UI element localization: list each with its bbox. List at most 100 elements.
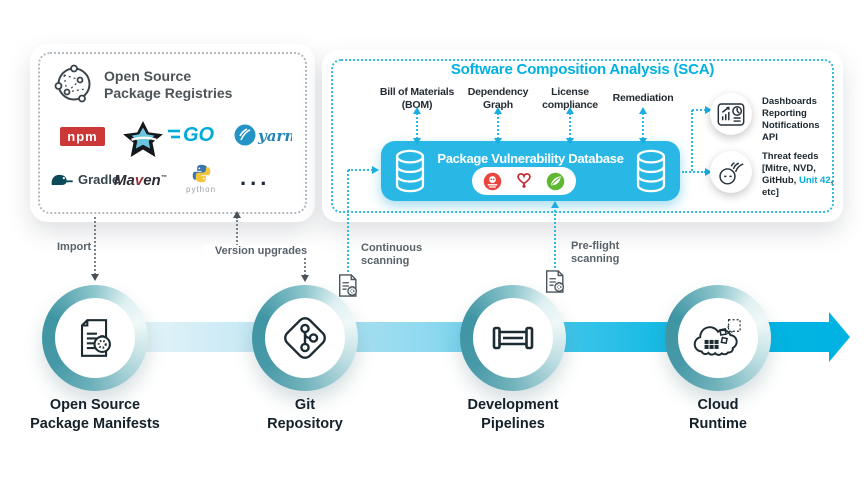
connector-db-up	[691, 110, 693, 171]
stage-circle-pipelines	[460, 285, 566, 391]
connector-dashboards-head	[705, 106, 712, 114]
dashboards-line4: API	[762, 132, 778, 143]
cloud-runtime-icon	[693, 319, 741, 356]
scan-document-icon-continuous	[339, 274, 358, 297]
git-repository-icon	[284, 317, 326, 359]
arrow-license-down-head	[566, 138, 574, 145]
preflight-scan-line2: scanning	[571, 253, 620, 265]
npm-logo-label: npm	[67, 129, 98, 144]
feature-remediation: Remediation	[595, 92, 691, 105]
more-registries-ellipsis: ...	[240, 165, 271, 190]
connector-db-to-threat	[682, 171, 706, 173]
preflight-scan-label: Pre-flight scanning	[571, 240, 619, 266]
feature-bom: Bill of Materials (BOM)	[369, 86, 465, 112]
arrow-bom	[416, 113, 418, 139]
pipeline-band-arrowhead	[829, 312, 850, 362]
vulnerability-db-title: Package Vulnerability Database	[437, 151, 624, 166]
stage-face-manifests	[55, 298, 135, 378]
import-label: Import	[57, 241, 92, 253]
preflight-scan-head	[551, 201, 559, 208]
version-upgrades-line-up	[236, 217, 238, 253]
threat-text-pre: Threat feeds [Mitre, NVD, GitHub,	[762, 151, 819, 186]
stage-manifests-line2: Package Manifests	[30, 416, 160, 432]
stage-face-git	[265, 298, 345, 378]
gradle-logo: Gradle	[50, 172, 119, 187]
vulnerability-db-bar: Package Vulnerability Database	[381, 141, 680, 201]
arrow-remediation-up-head	[639, 107, 647, 114]
maven-part2: v	[134, 172, 144, 189]
feature-lic-line1: License	[551, 86, 589, 98]
stage-circle-manifests	[42, 285, 148, 391]
yarn-logo-label: yarn	[257, 127, 292, 145]
version-upgrades-up-head	[233, 211, 241, 218]
package-network-icon	[54, 64, 91, 103]
database-icon-right	[636, 149, 666, 193]
stage-label-git: Git Repository	[215, 396, 395, 434]
arrow-license	[569, 113, 571, 139]
registries-title-line1: Open Source	[104, 68, 192, 84]
connector-db-to-dashboards	[692, 109, 706, 111]
continuous-scan-line-v	[347, 170, 349, 272]
sca-card: Software Composition Analysis (SCA) Bill…	[322, 50, 843, 222]
stage-git-line2: Repository	[267, 416, 343, 432]
gradle-logo-label: Gradle	[78, 172, 120, 187]
stage-pipelines-line2: Pipelines	[481, 416, 545, 432]
spring-leaf-vulnerability-icon	[546, 172, 565, 190]
continuous-scan-line1: Continuous	[361, 242, 423, 254]
maven-tm: ™	[160, 175, 167, 181]
arrow-dependency-up-head	[494, 107, 502, 114]
registries-card-border	[38, 52, 307, 214]
feature-dep-line2: Graph	[483, 99, 513, 111]
stage-label-cloud: Cloud Runtime	[628, 396, 808, 434]
stage-label-pipelines: Development Pipelines	[423, 396, 603, 434]
continuous-scan-head	[372, 166, 379, 174]
dashboards-line3: Notifications	[762, 120, 820, 131]
gradle-elephant-icon	[51, 174, 73, 186]
arrow-remediation	[642, 113, 644, 139]
dashboards-circle	[710, 93, 752, 135]
vulnerability-logos-pill	[472, 167, 576, 195]
manifest-lock-icon	[80, 319, 111, 357]
threat-feeds-text: Threat feeds [Mitre, NVD, GitHub, Unit 4…	[762, 151, 834, 199]
stage-git-line1: Git	[294, 397, 316, 413]
stage-label-manifests: Open Source Package Manifests	[5, 396, 185, 434]
stage-pipelines-line1: Development	[467, 397, 559, 413]
dashboard-report-icon	[717, 102, 745, 126]
shellshock-vulnerability-icon	[483, 172, 502, 190]
python-logo-label: python	[186, 185, 217, 194]
connector-threat-head	[705, 168, 712, 176]
maven-part1: Ma	[114, 172, 135, 189]
npm-logo: npm	[60, 127, 105, 146]
arrow-dependency-down-head	[494, 138, 502, 145]
maven-logo: Maven™	[114, 172, 167, 189]
stage-circle-git	[252, 285, 358, 391]
feature-bom-line1: Bill of Materials	[379, 86, 455, 98]
dashboards-line2: Reporting	[762, 108, 807, 119]
star-registry-logo	[123, 120, 163, 158]
feature-dependency-graph: Dependency Graph	[450, 86, 546, 112]
registries-card: Open Source Package Registries npm GO ya…	[30, 44, 315, 222]
sca-title: Software Composition Analysis (SCA)	[450, 61, 715, 78]
dashboards-line1: Dashboards	[762, 96, 817, 107]
feature-bom-line2: (BOM)	[401, 99, 433, 111]
dashboards-text: Dashboards Reporting Notifications API	[762, 96, 834, 144]
arrow-bom-down-head	[413, 138, 421, 145]
arrow-dependency	[497, 113, 499, 139]
continuous-scan-line2: scanning	[361, 255, 410, 267]
preflight-scan-line1: Pre-flight	[571, 240, 620, 252]
stage-face-pipelines	[473, 298, 553, 378]
registries-title-line2: Package Registries	[104, 85, 233, 101]
threat-feeds-circle	[710, 151, 752, 193]
python-icon	[192, 164, 210, 183]
threat-text-post: , etc]	[762, 175, 834, 198]
feature-dep-line1: Dependency	[467, 86, 529, 98]
version-upgrades-line-down	[304, 253, 306, 276]
feature-lic-line2: compliance	[542, 99, 598, 111]
feature-rem-line1: Remediation	[612, 92, 674, 104]
maven-part3: en	[143, 172, 161, 189]
database-icon-left	[395, 149, 425, 193]
version-upgrades-down-head	[301, 275, 309, 282]
heartbleed-vulnerability-icon	[517, 173, 531, 188]
feature-license-compliance: License compliance	[522, 86, 618, 112]
